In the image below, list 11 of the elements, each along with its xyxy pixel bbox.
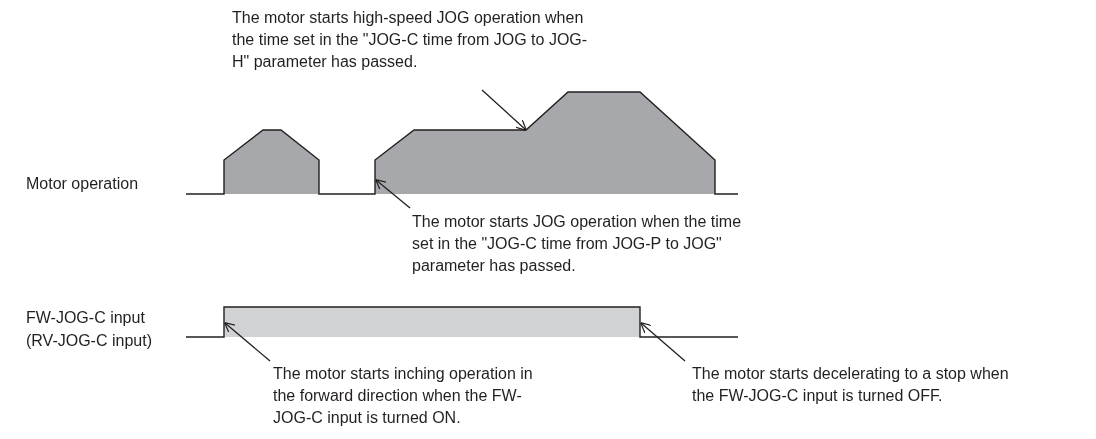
- signal-name: FW-JOG-C input: [26, 308, 145, 328]
- leader-line: [375, 179, 411, 209]
- leader-line: [481, 89, 527, 131]
- annotation-text: The motor starts JOG operation when the time set in the "JOG-C time from JOG-P to JOG" parameter has passed.: [412, 211, 757, 277]
- leader-line: [640, 322, 686, 362]
- annotation-text: The motor starts high-speed JOG operation when the time set in the "JOG-C time from JOG to JOG-H" parameter has passed.: [232, 7, 602, 73]
- annotation-text: The motor starts inching operation in the forward direction when the FW-JOG-C input is turned ON.: [273, 363, 538, 429]
- signal-name: Motor operation: [26, 174, 139, 194]
- leader-line: [224, 322, 271, 362]
- signal-name: (RV-JOG-C input): [26, 331, 152, 351]
- annotation-text: The motor starts decelerating to a stop when the FW-JOG-C input is turned OFF.: [692, 363, 1012, 407]
